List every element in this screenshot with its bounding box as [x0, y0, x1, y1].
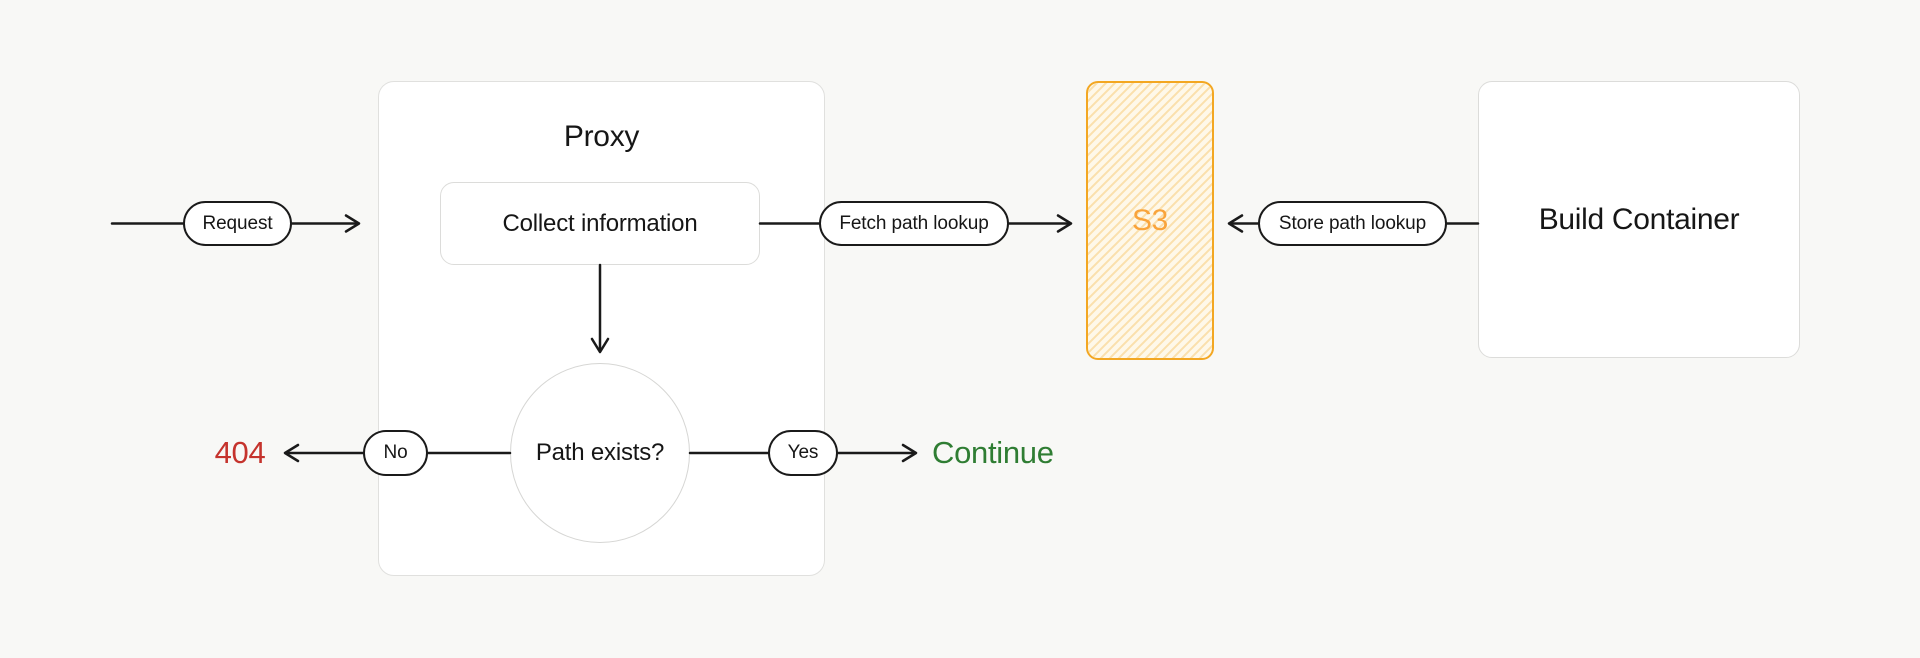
- edge-request: [110, 214, 361, 233]
- proxy-title: Proxy: [563, 120, 640, 153]
- fetch-path-lookup-label: Fetch path lookup: [839, 212, 989, 234]
- edge-store-path-lookup: [1227, 214, 1480, 233]
- s3-node: S3: [1086, 81, 1214, 360]
- build-container-label: Build Container: [1538, 202, 1740, 236]
- s3-label: S3: [1131, 203, 1169, 237]
- label-404: 404: [214, 435, 266, 470]
- path-exists-circle: Path exists?: [510, 363, 690, 543]
- path-exists-label: Path exists?: [535, 439, 665, 466]
- s3-hatch-pattern: [1088, 83, 1212, 358]
- label-continue: Continue: [932, 435, 1054, 470]
- fetch-path-lookup-pill: Fetch path lookup: [819, 201, 1009, 246]
- edge-decision-yes: [688, 443, 918, 463]
- collect-information-label: Collect information: [502, 209, 698, 237]
- edge-collect-to-decision: [590, 263, 610, 354]
- no-pill-label: No: [383, 442, 408, 463]
- yes-pill-label: Yes: [787, 442, 819, 463]
- no-pill: No: [363, 430, 428, 476]
- request-pill: Request: [183, 201, 292, 246]
- store-path-lookup-pill: Store path lookup: [1258, 201, 1447, 246]
- build-container-node: Build Container: [1478, 81, 1800, 358]
- request-pill-label: Request: [202, 212, 273, 234]
- yes-pill: Yes: [768, 430, 838, 476]
- edge-decision-no: [283, 443, 512, 463]
- edge-fetch-path-lookup: [758, 214, 1073, 233]
- store-path-lookup-label: Store path lookup: [1278, 212, 1427, 234]
